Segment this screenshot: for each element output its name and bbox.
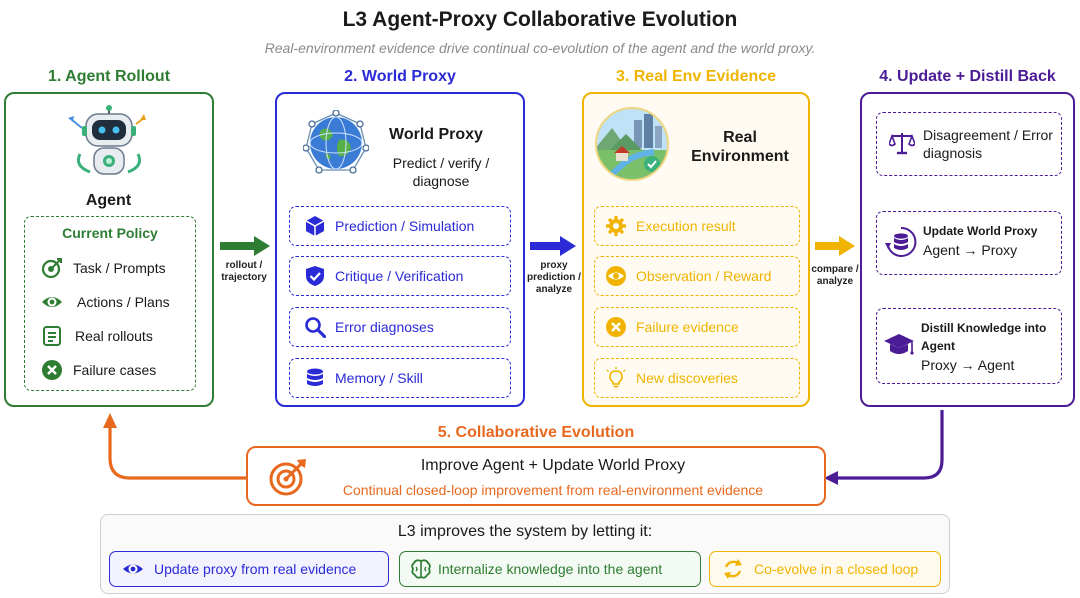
disagreement-box: Disagreement / Error diagnosis [876, 112, 1062, 176]
real-env-panel: Real Environment Execution result Observ… [582, 92, 810, 407]
page-title: L3 Agent-Proxy Collaborative Evolution [342, 8, 738, 31]
real-env-title: Real Environment [691, 129, 789, 165]
globe-network-icon [303, 110, 369, 174]
policy-item-actions-plans: Actions / Plans [41, 291, 170, 313]
proxy-item-error-diagnoses: Error diagnoses [289, 307, 511, 347]
proxy-item-memory-skill: Memory / Skill [289, 358, 511, 398]
collaborative-evolution-sub: Continual closed-loop improvement from r… [342, 482, 764, 498]
distill-knowledge-title: Distill Knowledge into Agent [921, 321, 1047, 353]
policy-item-real-rollouts: Real rollouts [41, 325, 153, 347]
agent-rollout-panel: Agent Current Policy Task / Prompts Acti… [4, 92, 214, 407]
summary-item-internalize: Internalize knowledge into the agent [399, 551, 701, 587]
stage5-header: 5. Collaborative Evolution [437, 424, 635, 441]
stage1-header: 1. Agent Rollout [47, 68, 171, 85]
update-world-proxy-box: Update World Proxy Agent → Proxy [876, 211, 1062, 275]
eye-icon [606, 266, 626, 286]
robot-agent-icon [68, 105, 146, 175]
page-subtitle: Real-environment evidence drive continua… [264, 40, 816, 56]
arrow-right-green-icon [220, 236, 270, 256]
balance-scale-icon [889, 133, 915, 155]
agent-label: Agent [85, 192, 132, 209]
collaborative-evolution-main: Improve Agent + Update World Proxy [420, 457, 686, 474]
env-item-new-discoveries: New discoveries [594, 358, 800, 398]
gear-icon [606, 216, 626, 236]
database-refresh-icon [885, 226, 917, 257]
collaborative-evolution-box: Improve Agent + Update World Proxy Conti… [246, 446, 826, 506]
stage2-header: 2. World Proxy [344, 68, 456, 85]
distill-knowledge-flow: Proxy → Agent [921, 357, 1015, 373]
target-icon [41, 258, 62, 279]
refresh-loop-icon [724, 559, 742, 579]
summary-title: L3 improves the system by letting it: [397, 523, 653, 540]
summary-item-co-evolve: Co-evolve in a closed loop [709, 551, 941, 587]
feedback-loop-arrows [103, 410, 944, 485]
update-world-proxy-flow: Agent → Proxy [923, 242, 1018, 258]
env-item-observation-reward: Observation / Reward [594, 256, 800, 296]
x-circle-icon [42, 360, 62, 380]
magnifier-icon [305, 317, 326, 338]
arrow-right-amber-icon [815, 236, 855, 256]
cube-icon [305, 216, 325, 236]
lightbulb-icon [606, 367, 626, 388]
eye-icon [123, 564, 143, 574]
brain-icon [411, 559, 431, 579]
summary-item-update-proxy: Update proxy from real evidence [109, 551, 389, 587]
arrow3-label: compare / analyze [811, 264, 859, 287]
distill-knowledge-box: Distill Knowledge into Agent Proxy → Age… [876, 308, 1062, 384]
shield-check-icon [306, 266, 324, 286]
landscape-city-icon [595, 107, 669, 181]
current-policy-box: Current Policy Task / Prompts Actions / … [24, 216, 196, 391]
summary-box: L3 improves the system by letting it: Up… [100, 514, 950, 594]
env-item-execution-result: Execution result [594, 206, 800, 246]
world-proxy-title: World Proxy [389, 126, 483, 143]
x-circle-icon [606, 317, 626, 337]
proxy-item-prediction: Prediction / Simulation [289, 206, 511, 246]
update-world-proxy-title: Update World Proxy [923, 224, 1038, 238]
current-policy-title: Current Policy [62, 225, 158, 241]
stage3-header: 3. Real Env Evidence [615, 68, 777, 85]
stage4-header: 4. Update + Distill Back [879, 68, 1056, 85]
arrow2-label: proxy prediction / analyze [527, 260, 581, 295]
proxy-item-critique: Critique / Verification [289, 256, 511, 296]
arrow1-label: rollout / trajectory [221, 260, 267, 283]
document-icon [43, 326, 61, 346]
update-distill-panel: Disagreement / Error diagnosis Update Wo… [860, 92, 1075, 407]
target-arrow-icon [269, 459, 306, 496]
database-icon [307, 368, 323, 386]
disagreement-label: Disagreement / Error diagnosis [923, 127, 1053, 161]
policy-item-failure-cases: Failure cases [41, 359, 156, 381]
env-item-failure-evidence: Failure evidence [594, 307, 800, 347]
policy-item-task-prompts: Task / Prompts [41, 257, 166, 279]
graduation-cap-icon [884, 334, 914, 355]
world-proxy-panel: World Proxy Predict / verify / diagnose … [275, 92, 525, 407]
eye-icon [42, 297, 62, 307]
world-proxy-desc: Predict / verify / diagnose [392, 155, 490, 189]
arrow-right-blue-icon [530, 236, 576, 256]
